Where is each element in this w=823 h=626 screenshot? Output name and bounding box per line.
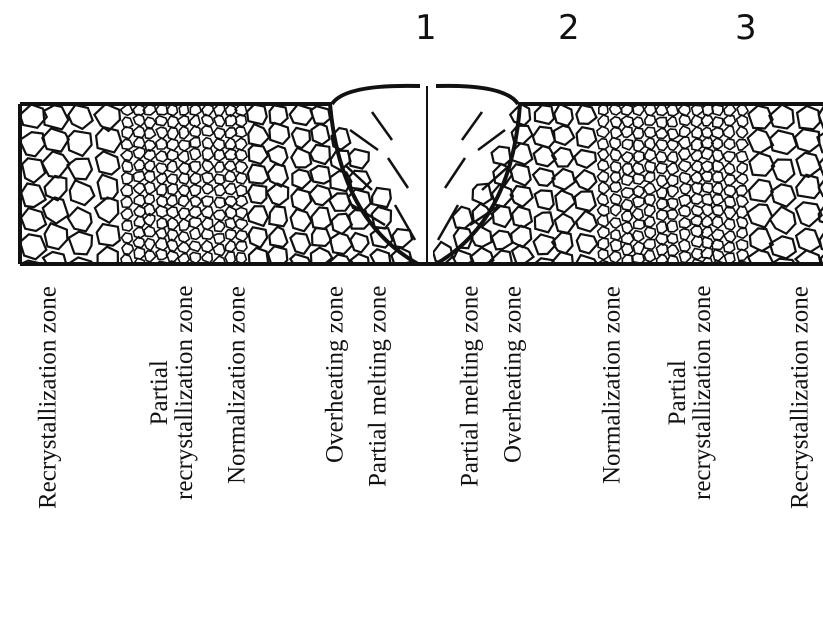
label-left-partial-recrystallization-zone: Partial recrystallization zone xyxy=(147,286,197,500)
label-left-partial-melting-zone: Partial melting zone xyxy=(366,286,391,487)
marker-2: 2 xyxy=(558,8,580,48)
label-left-normalization-zone: Normalization zone xyxy=(225,286,250,484)
marker-1: 1 xyxy=(415,8,437,48)
label-right-partial-melting-zone: Partial melting zone xyxy=(458,286,483,487)
label-right-overheating-zone: Overheating zone xyxy=(501,286,526,463)
label-left-recrystallization-zone: Recrystallization zone xyxy=(36,286,61,509)
marker-3: 3 xyxy=(735,8,757,48)
label-right-normalization-zone: Normalization zone xyxy=(600,286,625,484)
label-right-recrystallization-zone: Recrystallization zone xyxy=(788,286,813,509)
label-right-partial-recrystallization-zone: Partial recrystallization zone xyxy=(665,286,715,500)
label-left-overheating-zone: Overheating zone xyxy=(323,286,348,463)
